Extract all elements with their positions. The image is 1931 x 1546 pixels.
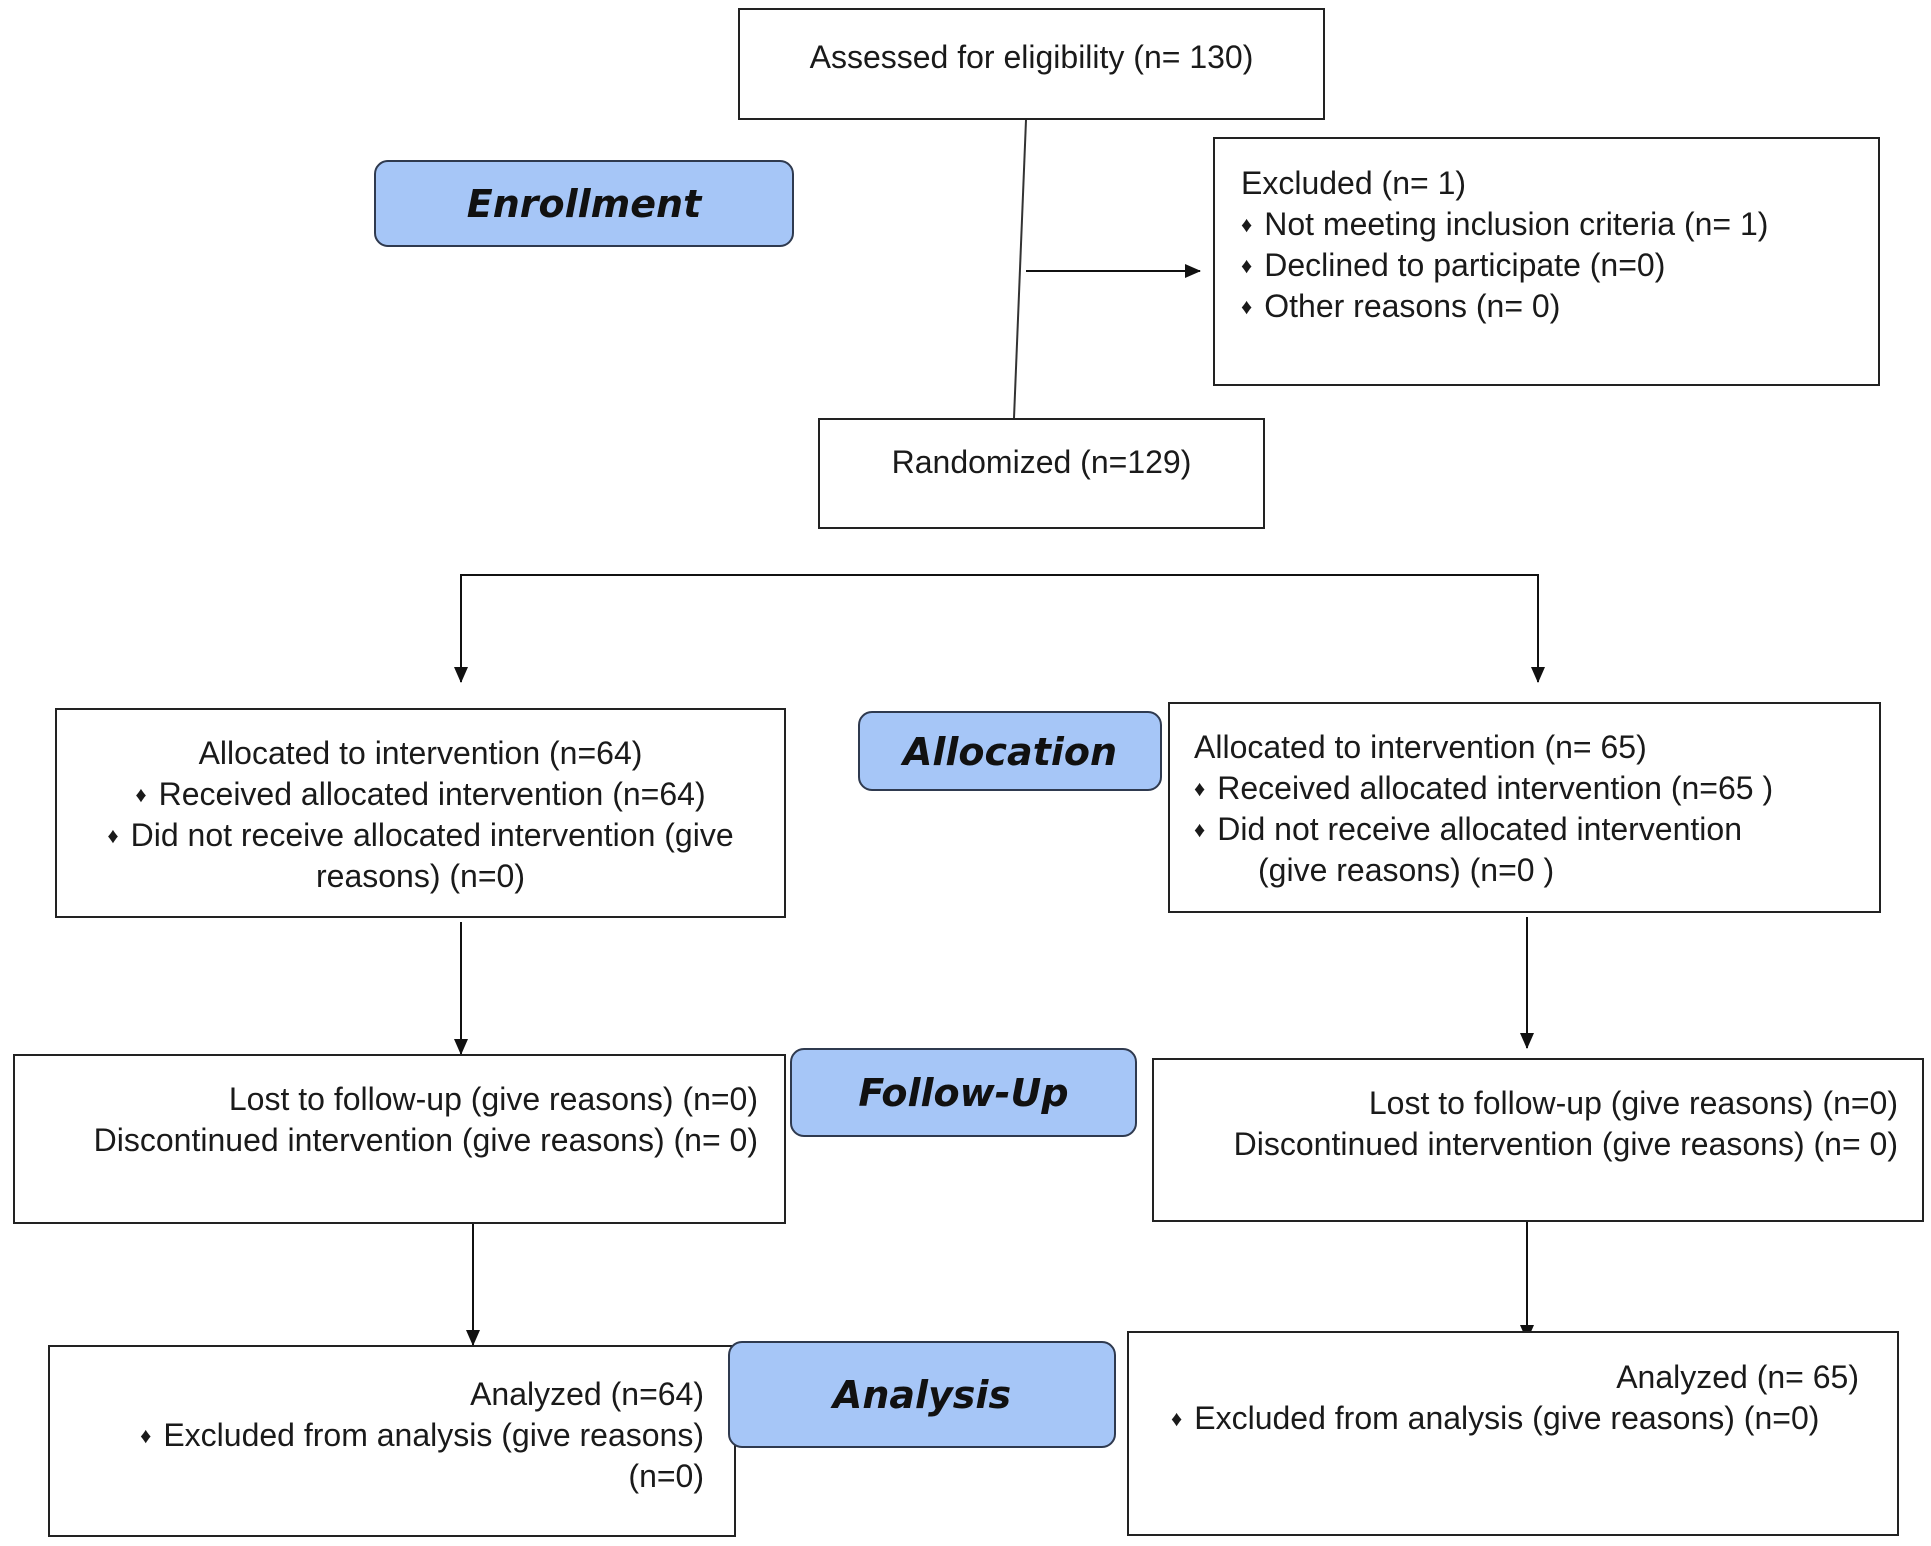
left-analysis-title: Analyzed (n=64) [470, 1376, 704, 1412]
bullet-icon: ♦ [1194, 776, 1206, 801]
follow-up-label: Follow-Up [790, 1048, 1137, 1137]
right-followup-lost: Lost to follow-up (give reasons) (n=0) [1368, 1085, 1898, 1121]
randomized-text: Randomized (n=129) [891, 444, 1192, 480]
right-analysis-title: Analyzed (n= 65) [1616, 1359, 1859, 1395]
right-allocation-title: Allocated to intervention (n= 65) [1194, 729, 1647, 765]
left-analysis-excluded: ♦Excluded from analysis (give reasons) [140, 1417, 704, 1453]
right-allocation-not-received-cont: (give reasons) (n=0 ) [1258, 852, 1555, 888]
left-allocation-box: Allocated to intervention (n=64) ♦Receiv… [55, 708, 786, 918]
excluded-item: ♦Not meeting inclusion criteria (n= 1) [1241, 206, 1769, 242]
left-followup-discontinued: Discontinued intervention (give reasons)… [93, 1122, 758, 1158]
left-allocation-not-received-cont: reasons) (n=0) [316, 858, 525, 894]
excluded-box: Excluded (n= 1) ♦Not meeting inclusion c… [1213, 137, 1880, 386]
bullet-icon: ♦ [1171, 1406, 1183, 1431]
bullet-icon: ♦ [1241, 294, 1253, 319]
right-allocation-received: ♦Received allocated intervention (n=65 ) [1194, 770, 1774, 806]
split-line [460, 574, 1539, 682]
left-allocation-title: Allocated to intervention (n=64) [198, 735, 643, 771]
enrollment-label: Enrollment [374, 160, 794, 247]
assessed-box: Assessed for eligibility (n= 130) [738, 8, 1325, 120]
right-allocation-box: Allocated to intervention (n= 65) ♦Recei… [1168, 702, 1881, 913]
bullet-icon: ♦ [107, 823, 119, 848]
assessed-text: Assessed for eligibility (n= 130) [809, 39, 1254, 75]
excluded-item: ♦Other reasons (n= 0) [1241, 288, 1561, 324]
bullet-icon: ♦ [1194, 817, 1206, 842]
right-followup-box: Lost to follow-up (give reasons) (n=0) D… [1152, 1058, 1924, 1222]
right-allocation-not-received: ♦Did not receive allocated intervention [1194, 811, 1742, 847]
excluded-item: ♦Declined to participate (n=0) [1241, 247, 1666, 283]
left-allocation-not-received: ♦Did not receive allocated intervention … [107, 817, 734, 853]
left-analysis-box: Analyzed (n=64) ♦Excluded from analysis … [48, 1345, 736, 1537]
bullet-icon: ♦ [140, 1423, 152, 1448]
bullet-icon: ♦ [135, 782, 147, 807]
analysis-label: Analysis [728, 1341, 1116, 1448]
right-analysis-excluded: ♦Excluded from analysis (give reasons) (… [1171, 1400, 1820, 1436]
left-followup-box: Lost to follow-up (give reasons) (n=0) D… [13, 1054, 786, 1224]
left-followup-lost: Lost to follow-up (give reasons) (n=0) [228, 1081, 758, 1117]
trunk-line [1013, 119, 1027, 419]
randomized-box: Randomized (n=129) [818, 418, 1265, 529]
left-allocation-received: ♦Received allocated intervention (n=64) [135, 776, 706, 812]
excluded-title: Excluded (n= 1) [1241, 165, 1467, 201]
left-analysis-excluded-cont: (n=0) [628, 1458, 704, 1494]
right-followup-discontinued: Discontinued intervention (give reasons)… [1233, 1126, 1898, 1162]
bullet-icon: ♦ [1241, 212, 1253, 237]
bullet-icon: ♦ [1241, 253, 1253, 278]
right-analysis-box: Analyzed (n= 65) ♦Excluded from analysis… [1127, 1331, 1899, 1536]
allocation-label: Allocation [858, 711, 1162, 791]
